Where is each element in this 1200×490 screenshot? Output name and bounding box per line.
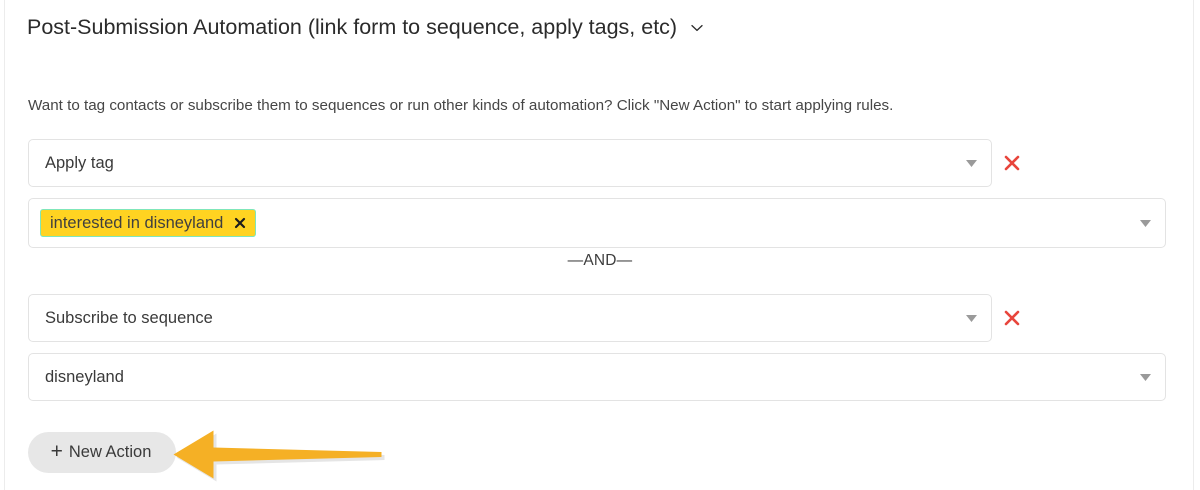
action-row-1: Apply tag [28, 139, 1030, 187]
page-title: Post-Submission Automation (link form to… [27, 15, 678, 39]
page-right-rule [1193, 0, 1194, 490]
tag-chip-label: interested in disneyland [50, 213, 224, 232]
action-row-2: Subscribe to sequence [28, 294, 1030, 342]
sequence-select[interactable]: disneyland [28, 353, 1166, 401]
chevron-down-icon[interactable] [689, 20, 705, 36]
close-icon [1004, 155, 1020, 171]
action-type-select-1[interactable]: Apply tag [28, 139, 992, 187]
tag-select-field-1[interactable]: interested in disneyland [28, 198, 1166, 248]
caret-down-icon [966, 159, 977, 167]
arrow-left-icon [168, 420, 388, 486]
caret-down-icon [1140, 373, 1151, 381]
page-left-rule [4, 0, 5, 490]
plus-icon: + [50, 440, 63, 463]
tag-chip-remove-icon[interactable] [234, 217, 246, 229]
new-action-label: New Action [68, 443, 152, 461]
caret-down-icon [966, 314, 977, 322]
new-action-button[interactable]: + New Action [28, 432, 176, 473]
panel-description: Want to tag contacts or subscribe them t… [28, 97, 894, 114]
action-type-value-1: Apply tag [45, 153, 114, 172]
tag-chip-area: interested in disneyland [40, 209, 1130, 237]
close-icon [1004, 310, 1020, 326]
tag-chip[interactable]: interested in disneyland [40, 209, 257, 237]
action-type-value-2: Subscribe to sequence [45, 308, 213, 327]
action-row-2-target: disneyland [28, 353, 1166, 401]
remove-action-button-1[interactable] [994, 145, 1030, 181]
caret-down-icon [1140, 219, 1151, 227]
sequence-value: disneyland [45, 367, 124, 386]
remove-action-button-2[interactable] [994, 300, 1030, 336]
and-separator: —AND— [567, 252, 633, 269]
action-type-select-2[interactable]: Subscribe to sequence [28, 294, 992, 342]
panel-header-toggle[interactable]: Post-Submission Automation (link form to… [27, 13, 705, 41]
action-row-1-tags: interested in disneyland [28, 198, 1166, 248]
